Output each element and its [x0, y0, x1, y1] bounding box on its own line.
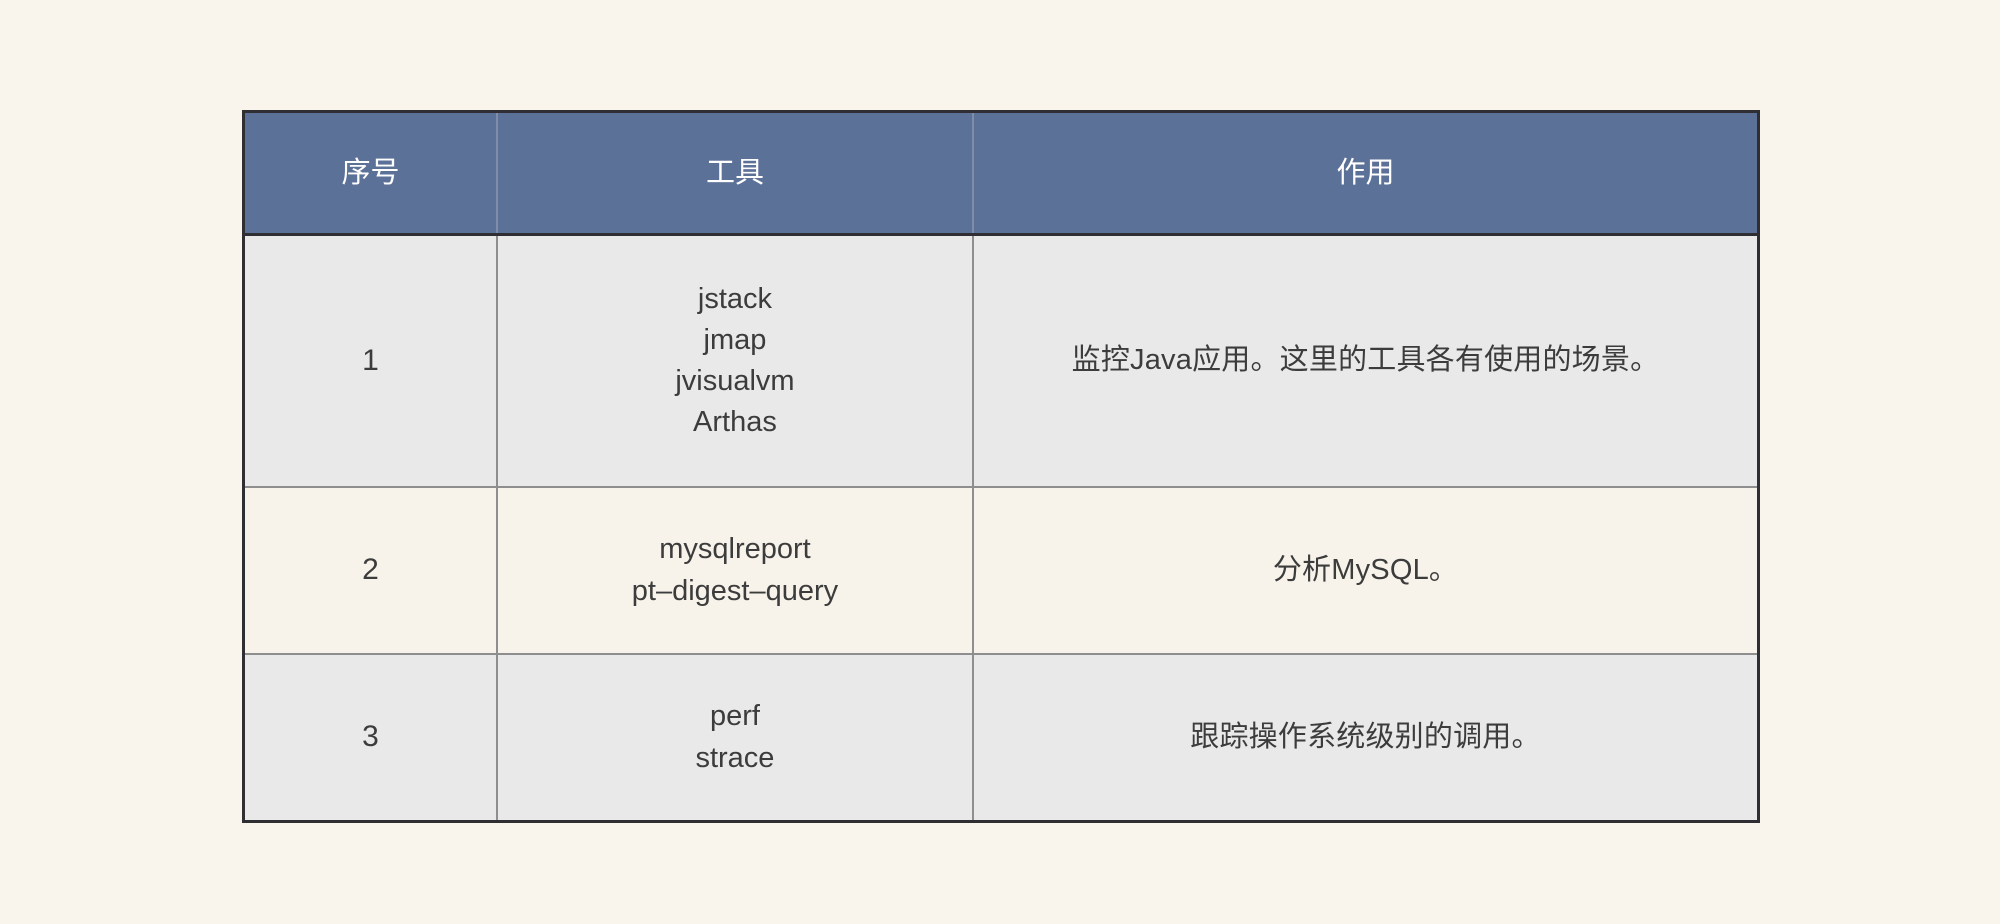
row-tool-cell: mysqlreport pt–digest–query: [497, 487, 974, 655]
tool-name: pt–digest–query: [631, 574, 839, 607]
table-row: 2 mysqlreport pt–digest–query 分析MySQL。: [243, 487, 1759, 655]
table-body: 1 jstack jmap jvisualvm Arthas 监控Java应用。…: [243, 234, 1759, 822]
row-purpose-cell: 监控Java应用。这里的工具各有使用的场景。: [972, 234, 1759, 488]
row-purpose-cell: 跟踪操作系统级别的调用。: [972, 654, 1759, 822]
tool-name: strace: [695, 741, 775, 774]
tool-name: perf: [709, 700, 760, 733]
tools-table: 序号 工具 作用 1 jstack jmap jvisualvm Arthas …: [242, 110, 1760, 823]
table-row: 3 perf strace 跟踪操作系统级别的调用。: [243, 654, 1759, 822]
table-row: 1 jstack jmap jvisualvm Arthas 监控Java应用。…: [243, 234, 1759, 488]
row-purpose-cell: 分析MySQL。: [972, 487, 1759, 655]
row-index-cell: 2: [243, 487, 498, 655]
row-tool-cell: perf strace: [497, 654, 974, 822]
row-tool-cell: jstack jmap jvisualvm Arthas: [497, 234, 974, 488]
column-header-tool: 工具: [497, 111, 974, 236]
tool-name: jmap: [703, 323, 767, 356]
row-index-cell: 3: [243, 654, 498, 822]
column-header-purpose: 作用: [972, 111, 1759, 236]
tool-name: jvisualvm: [675, 365, 795, 397]
table-header-row: 序号 工具 作用: [243, 111, 1759, 236]
column-header-index: 序号: [243, 111, 498, 236]
tool-name: mysqlreport: [659, 533, 811, 566]
tool-name: jstack: [697, 282, 773, 315]
tool-name: Arthas: [693, 406, 777, 439]
table-header: 序号 工具 作用: [243, 111, 1759, 236]
tools-table-container: 序号 工具 作用 1 jstack jmap jvisualvm Arthas …: [242, 110, 1760, 823]
row-index-cell: 1: [243, 234, 498, 488]
